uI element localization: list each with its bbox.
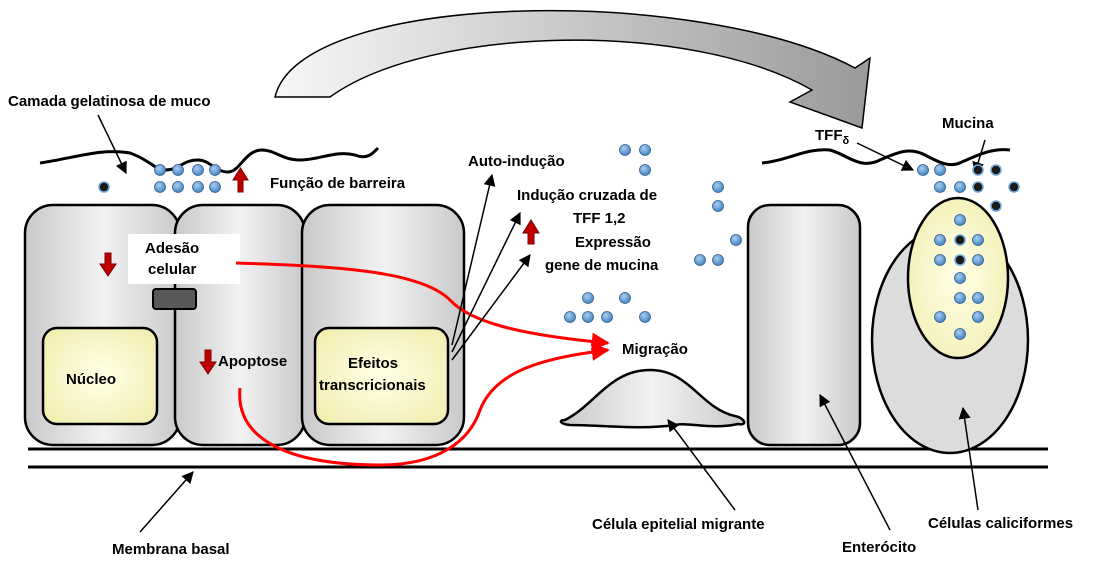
adhesion-junction [153, 289, 196, 309]
label-barrier-function: Função de barreira [270, 175, 406, 192]
arrow-basal-membrane [140, 472, 193, 532]
label-effects-2: transcricionais [319, 377, 426, 394]
label-adhesion-1: Adesão [145, 240, 199, 257]
label-apoptosis: Apoptose [218, 353, 287, 370]
label-expression-1: Expressão [575, 234, 651, 251]
label-expression-2: gene de mucina [545, 257, 659, 274]
arrow-mucus-label [98, 115, 126, 173]
enterocyte-cell [748, 205, 860, 445]
label-tff: TFFδ [815, 127, 850, 147]
label-mucin: Mucina [942, 115, 994, 132]
red-up-arrow-icon [523, 220, 539, 244]
transfer-arc-arrow [275, 11, 870, 128]
arrow-migrating-cell [668, 420, 735, 510]
migrating-cell [561, 370, 744, 427]
label-auto-induction: Auto-indução [468, 153, 565, 170]
label-migrating-cell: Célula epitelial migrante [592, 516, 765, 533]
label-mucus-layer: Camada gelatinosa de muco [8, 93, 211, 110]
mucus-layer-left [40, 148, 378, 172]
label-goblet-cells: Células caliciformes [928, 515, 1073, 532]
label-cross-induction-1: Indução cruzada de [517, 187, 657, 204]
label-enterocyte: Enterócito [842, 539, 916, 556]
label-cross-induction-2: TFF 1,2 [573, 210, 626, 227]
label-adhesion-2: celular [148, 261, 197, 278]
label-nucleus: Núcleo [66, 371, 116, 388]
red-up-arrow-icon [233, 168, 248, 192]
label-effects-1: Efeitos [348, 355, 398, 372]
arrow-tff [857, 143, 913, 170]
label-migration: Migração [622, 341, 688, 358]
label-basal-membrane: Membrana basal [112, 541, 230, 558]
transcriptional-effects-box [315, 328, 448, 424]
